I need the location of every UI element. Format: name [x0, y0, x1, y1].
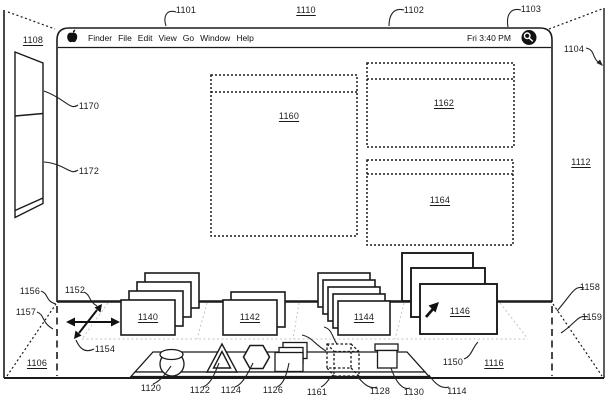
ref-label-1130: 1130 — [403, 387, 425, 397]
ref-label-1158: 1158 — [579, 282, 601, 292]
ref-label-1161: 1161 — [306, 387, 328, 397]
ref-label-1112: 1112 — [571, 157, 591, 167]
ref-label-1157: 1157 — [15, 307, 37, 317]
dotted-window-1164 — [366, 159, 514, 246]
ref-label-1142: 1142 — [239, 312, 261, 322]
ref-label-1164: 1164 — [429, 195, 451, 205]
screen-frame — [56, 27, 553, 303]
ref-label-1106: 1106 — [26, 358, 48, 368]
dock-item-sphere — [159, 348, 185, 377]
ref-label-1124: 1124 — [220, 385, 242, 395]
ref-label-1108: 1108 — [22, 35, 44, 45]
outer-boundary — [3, 8, 605, 379]
floor-corner-dashed-lines — [56, 306, 553, 376]
menu-item-help: Help — [236, 33, 254, 43]
dock-item-box — [374, 343, 399, 369]
ref-label-1114: 1114 — [447, 386, 467, 396]
ref-label-1128: 1128 — [369, 386, 391, 396]
ref-label-1152: 1152 — [64, 285, 86, 295]
ref-label-1116: 1116 — [484, 358, 504, 368]
ref-label-1172: 1172 — [78, 166, 100, 176]
menu-item-file: File — [118, 33, 132, 43]
window-stack-1146 — [401, 252, 498, 335]
window-stack-1140 — [120, 272, 200, 336]
floor-zone-lines — [81, 302, 529, 340]
ref-label-1154: 1154 — [94, 344, 116, 354]
menu-item-go: Go — [182, 33, 195, 43]
ref-label-1160: 1160 — [278, 111, 300, 121]
menu-item-edit: Edit — [137, 33, 153, 43]
dock-item-triangle — [205, 342, 239, 373]
ref-label-1126: 1126 — [262, 385, 284, 395]
dotted-window-1162 — [366, 62, 515, 148]
ref-label-1150: 1150 — [442, 357, 464, 367]
ref-label-1110: 1110 — [296, 5, 316, 15]
ref-label-1144: 1144 — [353, 312, 375, 322]
ref-label-1140: 1140 — [137, 312, 159, 322]
ref-label-1103: 1103 — [520, 4, 542, 14]
dock-item-file-stack — [274, 341, 308, 373]
window-stack-1142 — [222, 291, 286, 336]
menu-item-window: Window — [200, 33, 231, 43]
left-wall-window — [14, 50, 44, 219]
leader-1104-arrowhead — [596, 59, 603, 66]
window-stack-1144 — [317, 272, 391, 336]
spotlight-icon — [521, 30, 537, 45]
ref-label-1170: 1170 — [78, 101, 100, 111]
ref-label-1159: 1159 — [581, 312, 603, 322]
leader-lines — [36, 8, 599, 390]
menu-bar: Finder File Edit View Go Window Help — [88, 33, 254, 43]
menu-bar-clock: Fri 3:40 PM — [467, 33, 511, 43]
ref-label-1101: 1101 — [175, 5, 197, 15]
ref-label-1102: 1102 — [403, 5, 425, 15]
ref-label-1156: 1156 — [19, 286, 41, 296]
ref-label-1122: 1122 — [189, 385, 211, 395]
menu-item-finder: Finder — [88, 33, 113, 43]
move-arrows — [66, 304, 120, 339]
cursor-arrow-icon — [424, 302, 439, 318]
ref-label-1162: 1162 — [433, 98, 455, 108]
apple-icon — [67, 29, 78, 43]
dock-item-ghost-cube — [326, 343, 360, 377]
dock-item-hexagon — [242, 344, 271, 370]
dotted-window-1160 — [210, 74, 358, 237]
ref-label-1120: 1120 — [140, 383, 162, 393]
perspective-corner-lines — [6, 8, 603, 377]
ref-label-1104: 1104 — [563, 44, 585, 54]
ref-label-1146: 1146 — [449, 306, 471, 316]
menu-item-view: View — [158, 33, 177, 43]
